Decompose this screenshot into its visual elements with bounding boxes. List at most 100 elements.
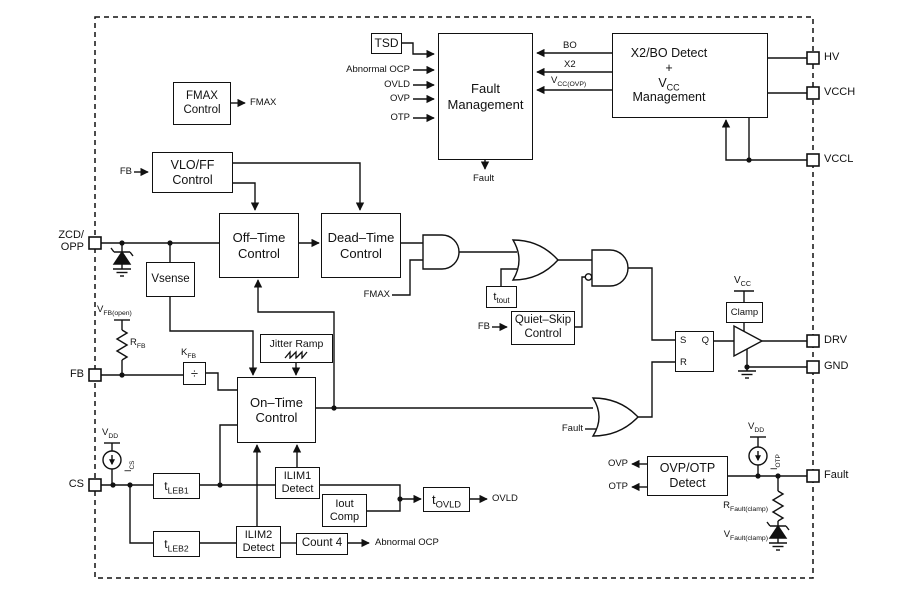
label-fmax-out: FMAX bbox=[250, 97, 277, 108]
label-ics: ICS bbox=[123, 460, 136, 472]
label-ovp-out: OVP bbox=[607, 458, 628, 469]
ic-boundary bbox=[94, 16, 814, 579]
label-fb-quietskip: FB bbox=[477, 321, 490, 332]
pin-vccl-square bbox=[806, 153, 820, 167]
pin-label-fault: Fault bbox=[824, 469, 849, 481]
driver-buffer-icon bbox=[733, 324, 764, 358]
pin-label-hv: HV bbox=[824, 51, 840, 63]
block-tsd: TSD bbox=[371, 33, 402, 54]
pin-label-vccl: VCCL bbox=[824, 153, 854, 165]
pin-zcd-square bbox=[88, 236, 102, 250]
label-vfb-open: VFB(open) bbox=[97, 304, 132, 317]
block-x2bo-vcc-management: X2/BO Detect + VCC Management bbox=[612, 33, 768, 118]
latch-r-label: R bbox=[680, 356, 687, 368]
label-vdd-otp: VDD bbox=[748, 421, 765, 434]
block-t-tout: ttout bbox=[486, 286, 517, 308]
label-abnormal-ocp-out: Abnormal OCP bbox=[375, 537, 439, 548]
block-vsense: Vsense bbox=[146, 262, 195, 297]
ground-icon bbox=[769, 542, 787, 551]
block-sr-latch: S Q R bbox=[675, 331, 714, 372]
label-vcc-ovp: VCC(OVP) bbox=[551, 75, 587, 88]
and-gate bbox=[591, 249, 629, 287]
wire-vloff-offtime bbox=[233, 182, 260, 211]
pullup-rfb bbox=[114, 319, 130, 375]
wire-or2-latch-r bbox=[638, 361, 675, 418]
block-count4: Count 4 bbox=[296, 533, 348, 555]
label-ovp-in: OVP bbox=[389, 93, 410, 104]
wire-cs-ontime bbox=[219, 424, 237, 485]
wire-fmax-and1 bbox=[392, 259, 423, 296]
pin-label-cs: CS bbox=[68, 478, 84, 490]
sawtooth-wave-icon bbox=[284, 350, 307, 360]
label-fault-mgmt-out: Fault bbox=[473, 173, 495, 184]
and-gate bbox=[422, 234, 460, 270]
wire-tsd bbox=[402, 42, 435, 59]
label-rfb: RFB bbox=[130, 337, 146, 350]
block-vlo-ff-control: VLO/FF Control bbox=[152, 152, 233, 193]
block-t-leb1: tLEB1 bbox=[153, 473, 200, 499]
block-ilim1-detect: ILIM1 Detect bbox=[275, 467, 320, 499]
pin-label-zcd-opp: ZCD/ OPP bbox=[58, 229, 84, 253]
wire-ilim1-out bbox=[320, 484, 401, 499]
pin-hv-square bbox=[806, 51, 820, 65]
pin-squares bbox=[88, 51, 820, 492]
pin-drv-square bbox=[806, 334, 820, 348]
label-fb-vloff: FB bbox=[119, 166, 132, 177]
block-quiet-skip-control: Quiet–Skip Control bbox=[511, 311, 575, 345]
label-x2: X2 bbox=[564, 59, 576, 70]
block-off-time-control: Off–Time Control bbox=[219, 213, 299, 278]
block-kfb-divider: ÷ bbox=[183, 362, 206, 385]
block-fmax-control: FMAX Control bbox=[173, 82, 231, 125]
wire-cs-tleb2 bbox=[129, 485, 153, 544]
label-fmax-and1: FMAX bbox=[363, 289, 390, 300]
pin-fault-square bbox=[806, 469, 820, 483]
label-vdd-cs: VDD bbox=[102, 427, 119, 440]
block-jitter-ramp: Jitter Ramp bbox=[260, 334, 333, 363]
wire-quietskip-and2 bbox=[575, 276, 585, 328]
block-t-leb2: tLEB2 bbox=[153, 531, 200, 557]
wire-and2-latch-s bbox=[628, 267, 675, 341]
pin-fb-square bbox=[88, 368, 102, 382]
label-iotp: IOTP bbox=[769, 454, 782, 470]
block-on-time-control: On–Time Control bbox=[237, 377, 316, 443]
ground-icon bbox=[113, 268, 131, 277]
label-otp-in: OTP bbox=[390, 112, 410, 123]
block-dead-time-control: Dead–Time Control bbox=[321, 213, 401, 278]
wire-vsense-out bbox=[169, 297, 258, 376]
pin-label-gnd: GND bbox=[824, 360, 849, 372]
pin-gnd-square bbox=[806, 360, 820, 374]
label-abnormal-ocp-in: Abnormal OCP bbox=[346, 64, 410, 75]
label-vcc-clamp: VCC bbox=[734, 275, 752, 288]
or-gate bbox=[511, 239, 559, 281]
inverter-bubble-icon bbox=[584, 273, 593, 281]
vcc-clamp-net bbox=[734, 290, 754, 332]
junction-dots bbox=[110, 55, 781, 502]
pin-label-vcch: VCCH bbox=[824, 86, 856, 98]
block-clamp: Clamp bbox=[726, 302, 763, 323]
label-otp-out: OTP bbox=[608, 481, 628, 492]
wire-vccl bbox=[721, 119, 807, 161]
label-ovld-in: OVLD bbox=[384, 79, 410, 90]
current-source-icon bbox=[748, 436, 768, 476]
label-bo: BO bbox=[563, 40, 577, 51]
latch-s-label: S bbox=[680, 335, 687, 346]
label-kfb: KFB bbox=[181, 347, 197, 360]
block-ovp-otp-detect: OVP/OTP Detect bbox=[647, 456, 728, 496]
wire-vloff-deadtime bbox=[233, 162, 365, 211]
resistor-icon bbox=[115, 329, 129, 361]
latch-q-label: Q bbox=[701, 335, 709, 346]
wire-ttout-or1 bbox=[500, 268, 517, 286]
label-vfault-clamp: VFault(clamp) bbox=[723, 529, 768, 542]
wire-kfb-ontime bbox=[206, 372, 237, 391]
wire-ioutcomp-out bbox=[367, 499, 401, 512]
block-iout-comp: Iout Comp bbox=[322, 494, 367, 527]
label-fault-or2: Fault bbox=[561, 423, 583, 434]
wire-ontime-offtime-fb bbox=[253, 279, 335, 408]
pin-vcch-square bbox=[806, 86, 820, 100]
block-fault-management: Fault Management bbox=[438, 33, 533, 160]
block-ilim2-detect: ILIM2 Detect bbox=[236, 526, 281, 558]
fault-clamp-net bbox=[766, 476, 790, 551]
pin-cs-square bbox=[88, 478, 102, 492]
label-ovld-out: OVLD bbox=[492, 493, 518, 504]
